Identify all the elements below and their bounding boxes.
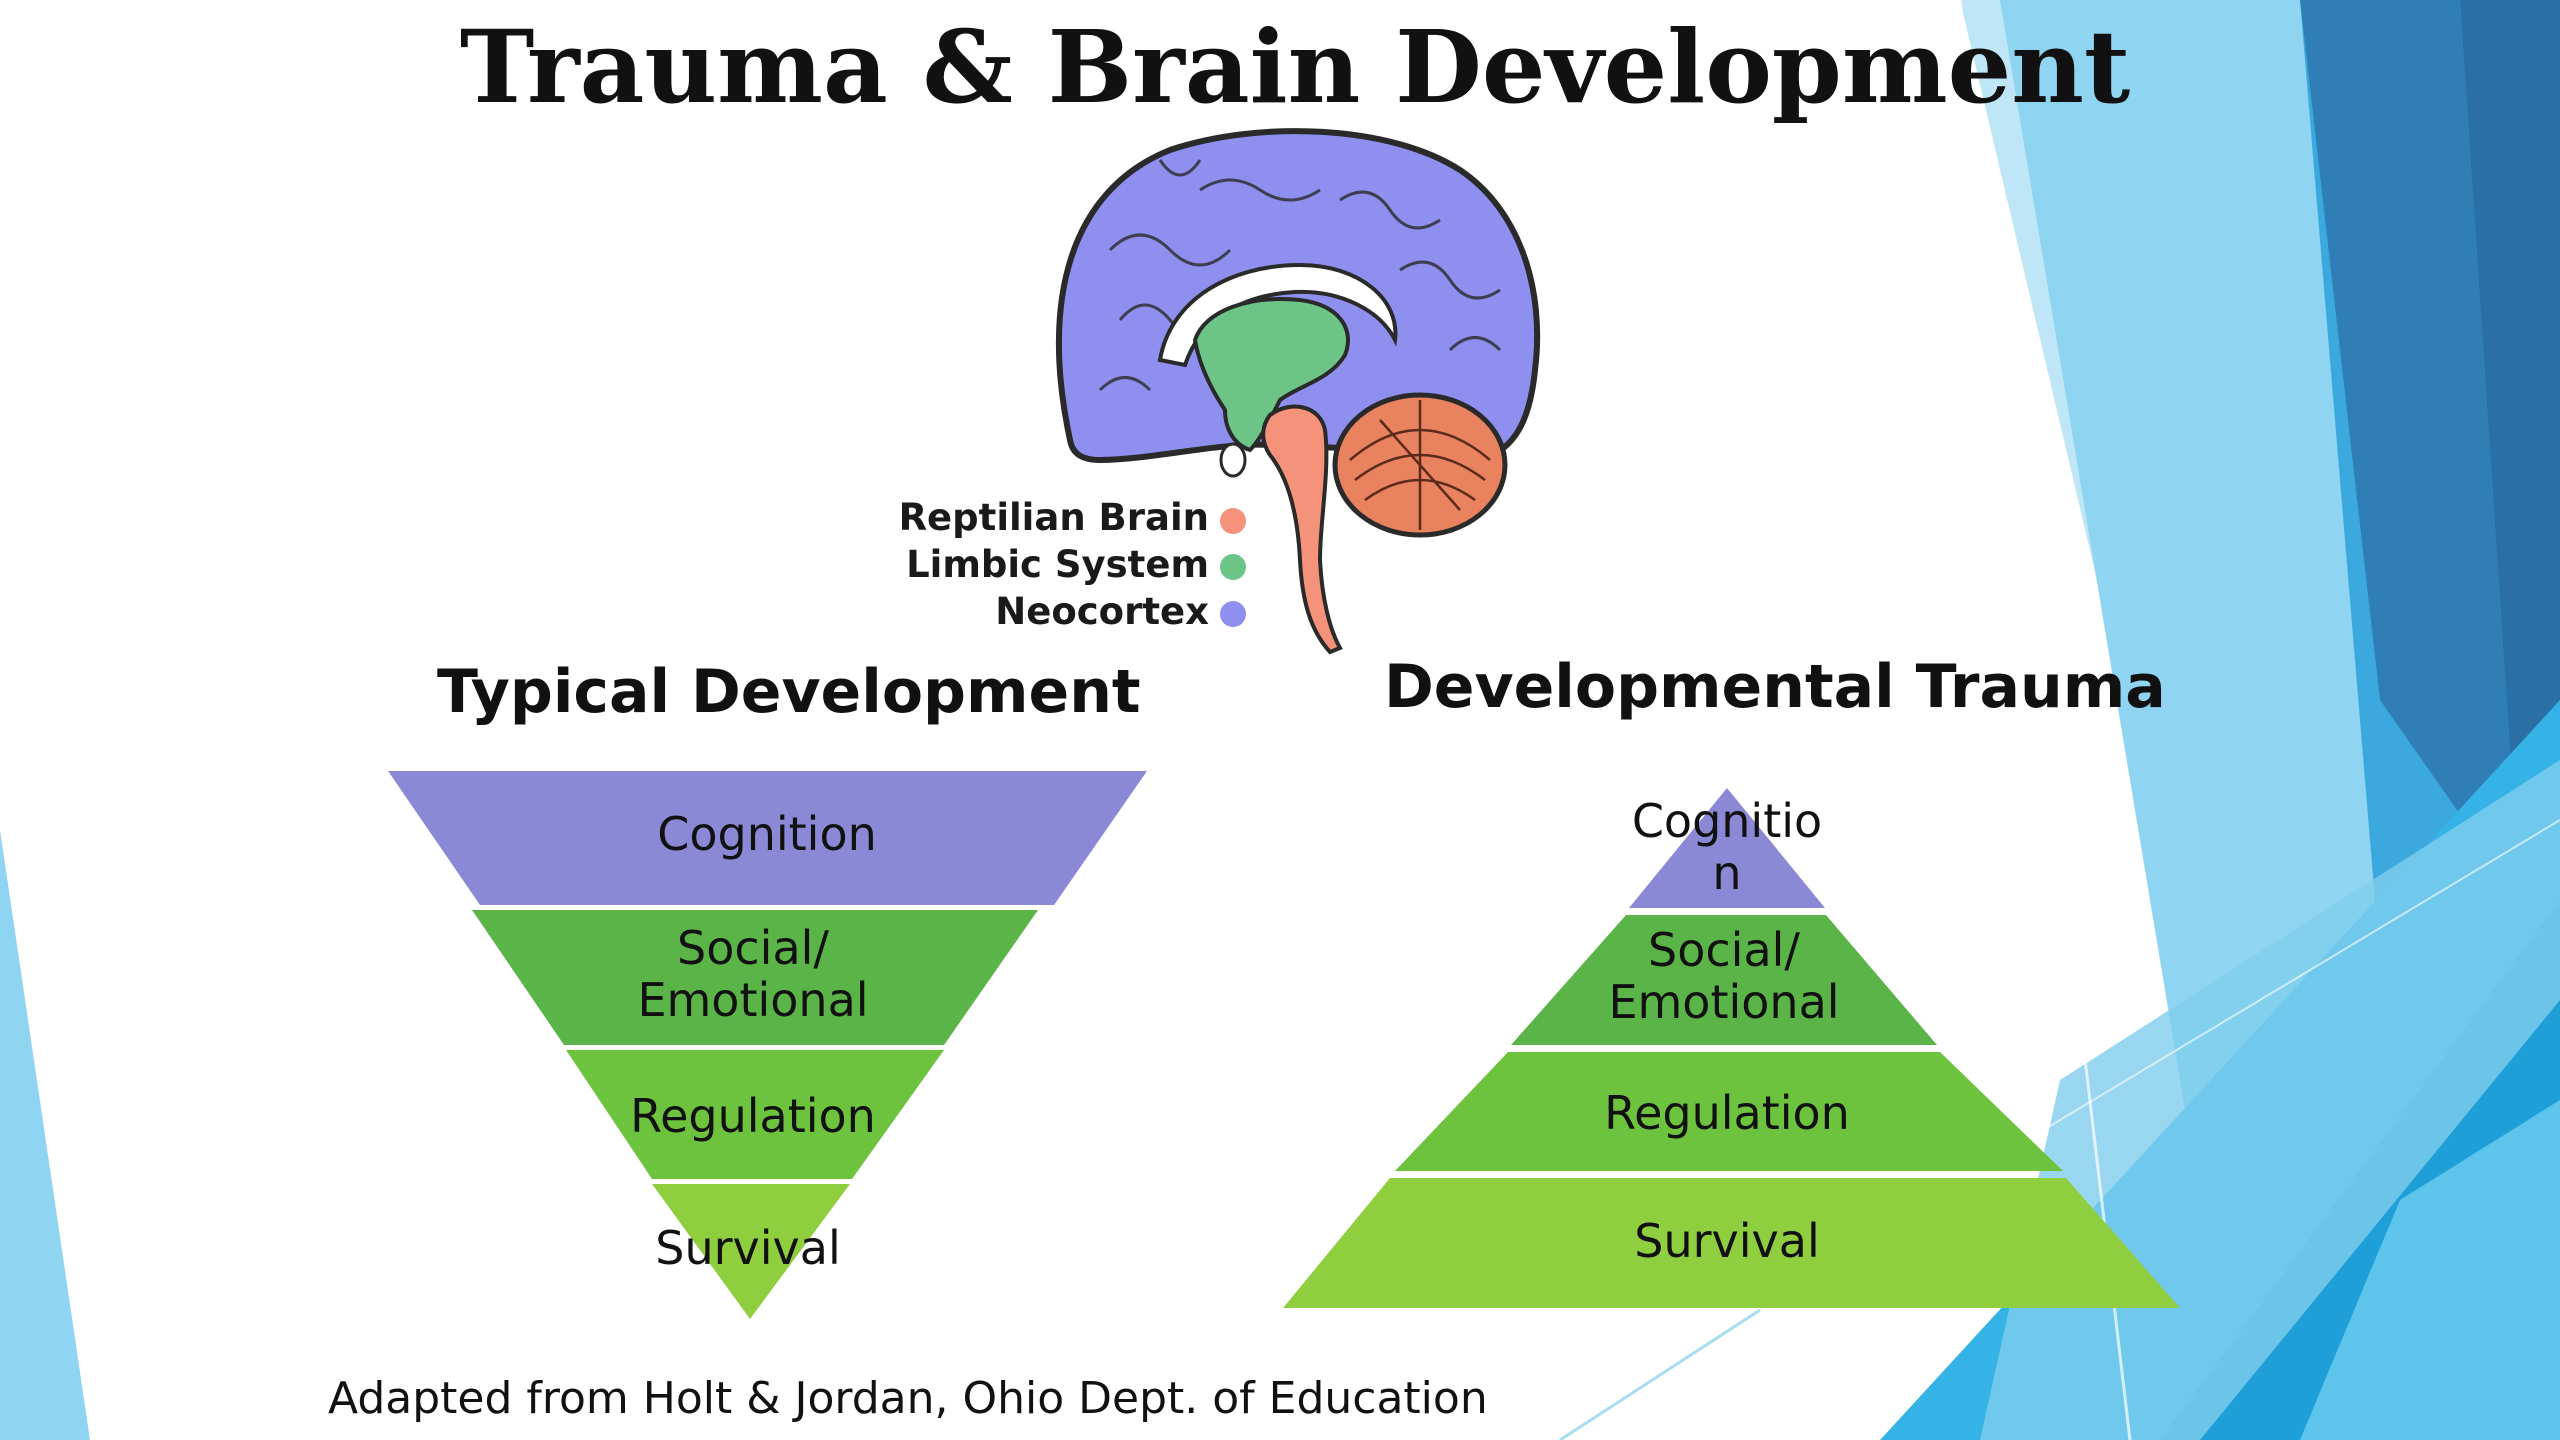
neocortex-shape <box>1055 128 1541 468</box>
legend-dot-limbic-system <box>1220 554 1246 580</box>
typical-layer-cognition <box>388 771 1147 905</box>
typical-development-pyramid <box>388 771 1147 1319</box>
legend-dot-neocortex <box>1220 601 1246 627</box>
typical-layer-survival <box>652 1184 850 1319</box>
typical-layer-regulation <box>566 1050 944 1179</box>
limbic-system-shape <box>1192 297 1350 453</box>
trauma-layer-social-emotional <box>1511 915 1937 1045</box>
legend-dot-reptilian-brain <box>1220 508 1246 534</box>
trauma-layer-regulation <box>1395 1052 2063 1171</box>
legend-label-neocortex: Neocortex <box>995 590 1209 633</box>
typical-development-heading: Typical Development <box>437 657 1141 727</box>
trauma-label-social-emotional: Social/ Emotional <box>1608 923 1840 1029</box>
typical-layer-social-emotional <box>472 910 1038 1045</box>
developmental-trauma-pyramid <box>1283 788 2180 1308</box>
typical-label-social-emotional: Social/ Emotional <box>637 921 869 1027</box>
trauma-label-regulation: Regulation <box>1604 1086 1850 1140</box>
pituitary-shape <box>1219 442 1247 478</box>
legend-label-limbic-system: Limbic System <box>906 543 1209 586</box>
typical-label-survival: Survival <box>655 1221 841 1275</box>
reptilian-brain-shape <box>1261 404 1343 655</box>
trauma-label-cognition: Cognitio n <box>1631 794 1823 900</box>
legend-label-reptilian-brain: Reptilian Brain <box>898 496 1209 539</box>
typical-label-regulation: Regulation <box>630 1089 876 1143</box>
citation-text: Adapted from Holt & Jordan, Ohio Dept. o… <box>328 1373 1488 1424</box>
typical-label-cognition: Cognition <box>657 807 877 861</box>
trauma-label-survival: Survival <box>1634 1214 1820 1268</box>
slide-title: Trauma & Brain Development <box>459 8 2131 126</box>
trauma-layer-survival <box>1283 1178 2180 1308</box>
brain-illustration <box>1055 128 1541 655</box>
developmental-trauma-heading: Developmental Trauma <box>1384 652 2166 722</box>
trauma-layer-cognition <box>1629 788 1825 908</box>
left-edge-facet <box>0 830 90 1440</box>
